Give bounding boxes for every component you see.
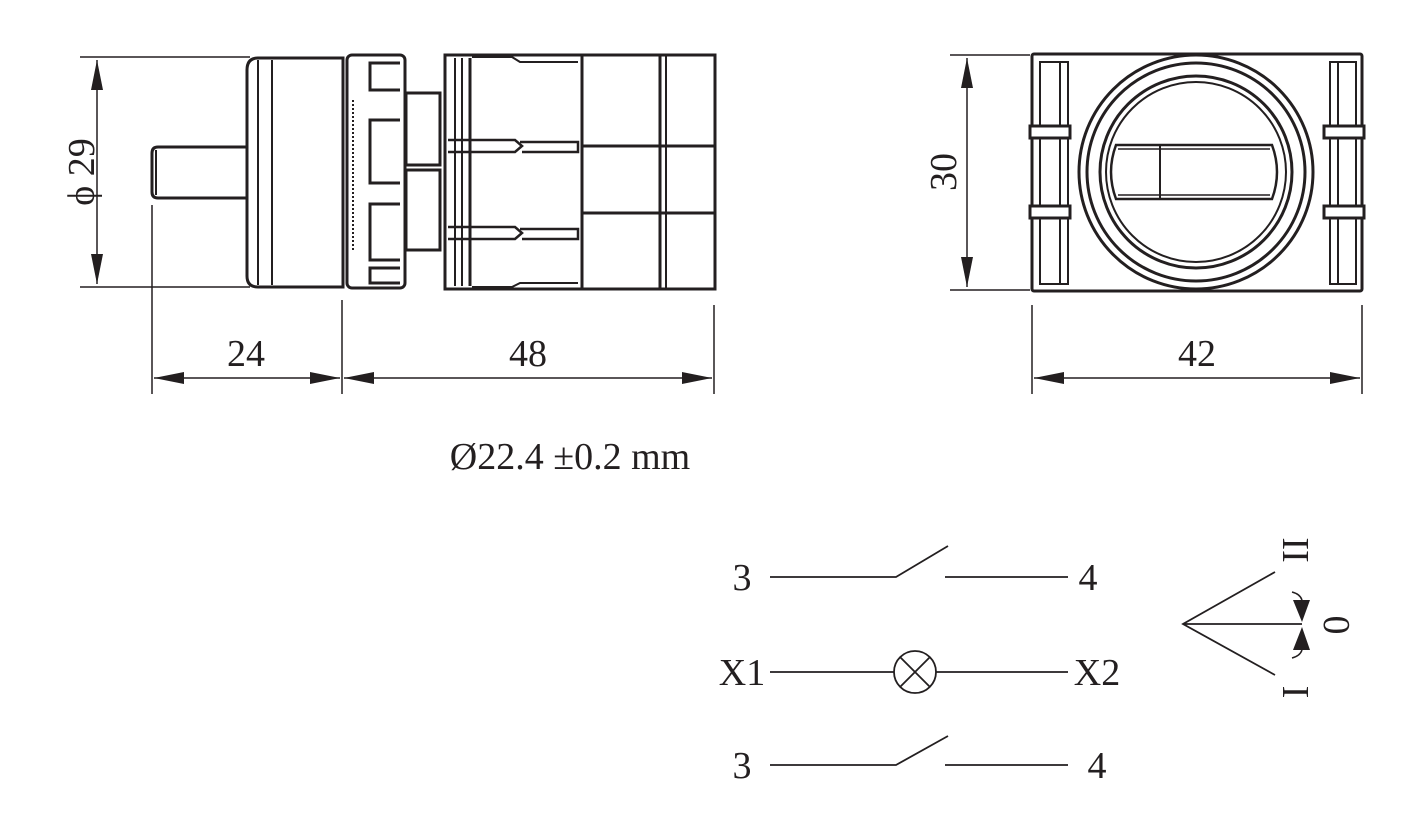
position-i-label: I	[1274, 686, 1316, 699]
body-length-label: 48	[509, 333, 547, 375]
position-ii-label: II	[1274, 537, 1316, 562]
lamp-circuit: X1 X2	[719, 650, 1120, 694]
knob	[245, 56, 345, 289]
selector-position-symbol: II 0 I	[1181, 537, 1357, 699]
length-dimensions	[151, 205, 715, 394]
contact-bottom: 3 4	[733, 735, 1107, 787]
terminal-3-top: 3	[733, 557, 752, 599]
shaft	[150, 145, 248, 200]
shaft-length-label: 24	[227, 333, 265, 375]
front-view	[950, 52, 1366, 293]
lamp-icon	[893, 650, 937, 694]
width-label: 42	[1178, 333, 1216, 375]
diameter-label: ϕ 29	[61, 138, 103, 206]
height-label: 30	[923, 153, 965, 191]
contact-top: 3 4	[733, 545, 1098, 599]
mounting-hole-label: Ø22.4 ±0.2 mm	[450, 436, 690, 478]
side-view	[80, 53, 717, 291]
terminal-x2: X2	[1074, 652, 1120, 694]
contact-block	[443, 53, 717, 291]
position-0-label: 0	[1315, 616, 1357, 635]
terminal-4-bottom: 4	[1088, 745, 1107, 787]
terminal-3-bottom: 3	[733, 745, 752, 787]
terminal-4-top: 4	[1079, 557, 1098, 599]
width-dimension	[1031, 305, 1363, 394]
terminal-x1: X1	[719, 652, 765, 694]
selector-handle	[1109, 143, 1279, 201]
